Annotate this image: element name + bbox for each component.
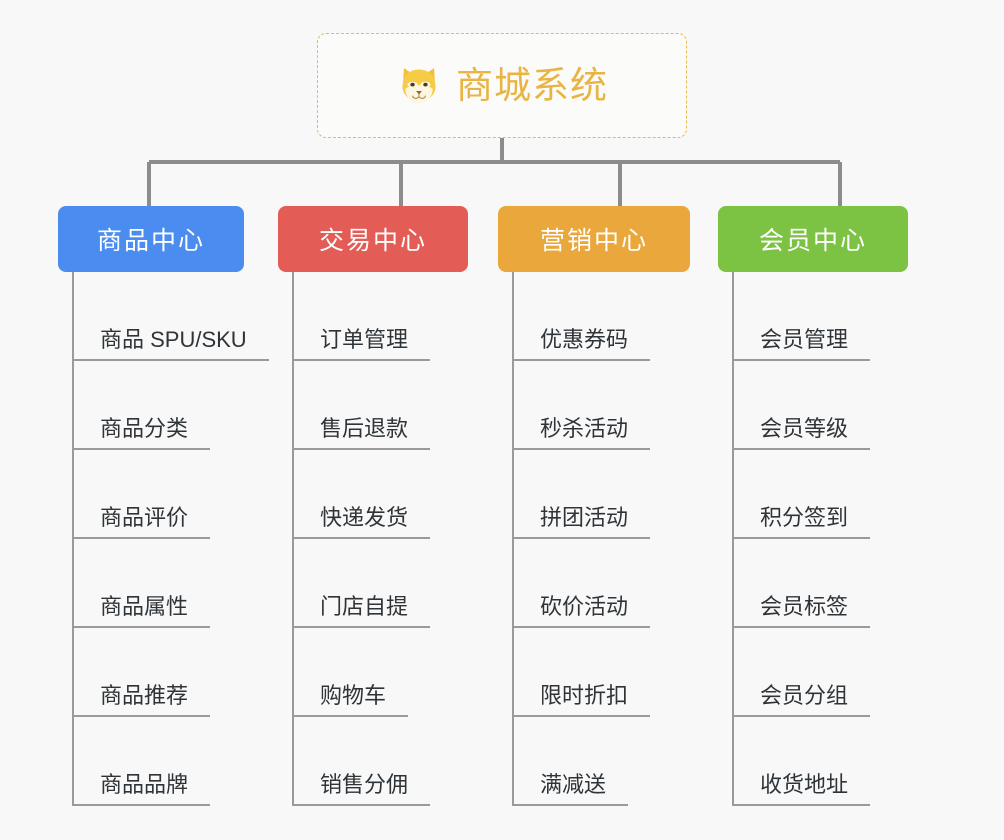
leaf-label: 拼团活动 (514, 504, 651, 539)
leaf-label: 快递发货 (294, 504, 431, 539)
list-item[interactable]: 销售分佣 (294, 717, 431, 806)
category-columns: 商品中心 商品 SPU/SKU 商品分类 商品评价 商品属性 商品推荐 (0, 206, 1004, 840)
list-item[interactable]: 商品属性 (74, 539, 269, 628)
leaf-list-marketing-center: 优惠券码 秒杀活动 拼团活动 砍价活动 限时折扣 满减送 (512, 272, 651, 806)
connector-lines (147, 138, 842, 208)
column-member-center: 会员中心 会员管理 会员等级 积分签到 会员标签 会员分组 (718, 206, 938, 840)
category-label: 营销中心 (539, 227, 648, 255)
list-item[interactable]: 售后退款 (294, 361, 431, 450)
leaf-list-trade-center: 订单管理 售后退款 快递发货 门店自提 购物车 销售分佣 (292, 272, 431, 806)
leaf-list-product-center: 商品 SPU/SKU 商品分类 商品评价 商品属性 商品推荐 商品品牌 (72, 272, 269, 806)
category-label: 交易中心 (318, 227, 427, 255)
list-item[interactable]: 会员等级 (734, 361, 871, 450)
list-item[interactable]: 商品品牌 (74, 717, 269, 806)
leaf-label: 秒杀活动 (514, 415, 651, 450)
leaf-label: 售后退款 (294, 415, 431, 450)
leaf-label: 销售分佣 (294, 771, 431, 806)
root-title: 商城系统 (456, 65, 608, 106)
leaf-label: 商品品牌 (74, 771, 211, 806)
shiba-dog-face-icon (402, 67, 436, 103)
column-trade-center: 交易中心 订单管理 售后退款 快递发货 门店自提 购物车 (278, 206, 498, 840)
leaf-label: 会员标签 (734, 593, 871, 628)
leaf-label: 限时折扣 (514, 682, 651, 717)
leaf-label: 门店自提 (294, 593, 431, 628)
root-node[interactable]: 商城系统 (317, 33, 687, 138)
list-item[interactable]: 收货地址 (734, 717, 871, 806)
leaf-label: 商品属性 (74, 593, 211, 628)
category-header-marketing-center[interactable]: 营销中心 (498, 206, 690, 272)
category-header-product-center[interactable]: 商品中心 (58, 206, 244, 272)
category-header-trade-center[interactable]: 交易中心 (278, 206, 468, 272)
leaf-label: 积分签到 (734, 504, 871, 539)
leaf-label: 优惠券码 (514, 326, 651, 361)
list-item[interactable]: 会员分组 (734, 628, 871, 717)
leaf-label: 会员分组 (734, 682, 871, 717)
leaf-label: 购物车 (294, 682, 409, 717)
list-item[interactable]: 积分签到 (734, 450, 871, 539)
leaf-label: 满减送 (514, 771, 629, 806)
list-item[interactable]: 商品分类 (74, 361, 269, 450)
leaf-label: 收货地址 (734, 771, 871, 806)
leaf-label: 砍价活动 (514, 593, 651, 628)
leaf-label: 会员等级 (734, 415, 871, 450)
leaf-label: 会员管理 (734, 326, 871, 361)
list-item[interactable]: 商品评价 (74, 450, 269, 539)
column-product-center: 商品中心 商品 SPU/SKU 商品分类 商品评价 商品属性 商品推荐 (58, 206, 278, 840)
list-item[interactable]: 购物车 (294, 628, 430, 717)
list-item[interactable]: 快递发货 (294, 450, 431, 539)
list-item[interactable]: 会员管理 (734, 272, 871, 361)
list-item[interactable]: 满减送 (514, 717, 650, 806)
list-item[interactable]: 砍价活动 (514, 539, 651, 628)
leaf-label: 订单管理 (294, 326, 431, 361)
list-item[interactable]: 拼团活动 (514, 450, 651, 539)
column-marketing-center: 营销中心 优惠券码 秒杀活动 拼团活动 砍价活动 限时折扣 (498, 206, 718, 840)
category-label: 会员中心 (758, 227, 867, 255)
leaf-label: 商品评价 (74, 504, 211, 539)
leaf-list-member-center: 会员管理 会员等级 积分签到 会员标签 会员分组 收货地址 (732, 272, 871, 806)
list-item[interactable]: 限时折扣 (514, 628, 651, 717)
root-node-wrapper: 商城系统 (0, 33, 1004, 138)
list-item[interactable]: 商品推荐 (74, 628, 269, 717)
list-item[interactable]: 商品 SPU/SKU (74, 272, 269, 361)
list-item[interactable]: 会员标签 (734, 539, 871, 628)
leaf-label: 商品推荐 (74, 682, 211, 717)
category-header-member-center[interactable]: 会员中心 (718, 206, 908, 272)
category-label: 商品中心 (96, 227, 205, 255)
leaf-label: 商品 SPU/SKU (74, 326, 269, 361)
list-item[interactable]: 订单管理 (294, 272, 431, 361)
list-item[interactable]: 门店自提 (294, 539, 431, 628)
list-item[interactable]: 秒杀活动 (514, 361, 651, 450)
list-item[interactable]: 优惠券码 (514, 272, 651, 361)
leaf-label: 商品分类 (74, 415, 211, 450)
